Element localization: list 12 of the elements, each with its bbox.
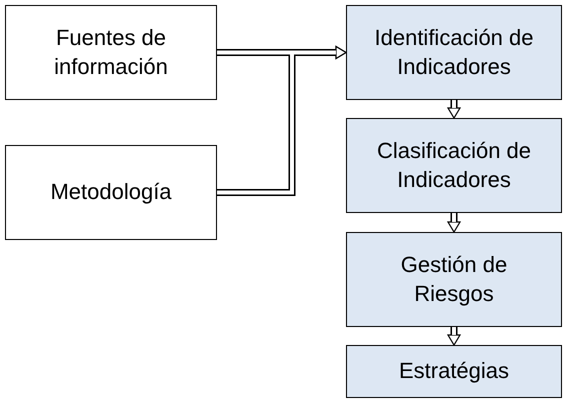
box-label: Estratégias (398, 357, 510, 386)
process-box (346, 232, 562, 327)
process-box (346, 345, 562, 398)
process-box (5, 145, 217, 240)
box-label: Identificación de Indicadores (374, 24, 534, 80)
process-box (346, 5, 562, 100)
box-label: Gestión de Riesgos (400, 250, 508, 308)
box-label: Clasificación de Indicadores (376, 136, 532, 194)
process-box (346, 118, 562, 213)
process-box (5, 5, 217, 100)
box-label: Fuentes de información (53, 24, 169, 80)
box-label: Metodología (50, 178, 172, 206)
